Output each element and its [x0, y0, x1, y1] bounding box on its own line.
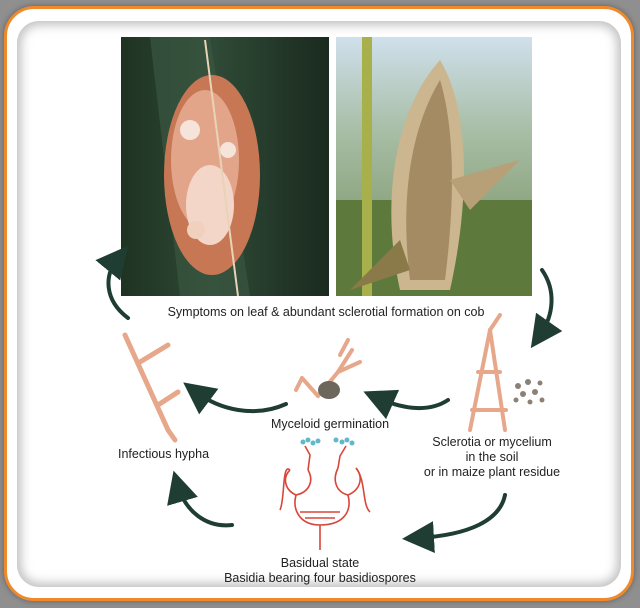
- arrow-to-basidial: [418, 495, 505, 538]
- infectious-hypha-drawing: [125, 335, 178, 440]
- sclerotia-label-line1: Sclerotia or mycelium: [412, 435, 572, 450]
- basidial-label-line2: Basidia bearing four basidiospores: [220, 571, 420, 586]
- cob-sclerotia-photo: [336, 37, 532, 296]
- sclerotia-drawing: [470, 315, 545, 430]
- basidial-label-line1: Basidual state: [220, 556, 420, 571]
- arrow-to-infectious: [196, 392, 286, 411]
- arrow-basidial-to-hypha: [178, 486, 232, 525]
- myceloid-germination-label: Myceloid germination: [262, 417, 398, 432]
- symptoms-label: Symptoms on leaf & abundant sclerotial f…: [120, 305, 532, 320]
- basidia-drawing: [280, 438, 370, 551]
- basidial-state-label: Basidual state Basidia bearing four basi…: [220, 556, 420, 586]
- myceloid-germination-drawing: [296, 340, 360, 399]
- infectious-hypha-label: Infectious hypha: [118, 447, 209, 462]
- sclerotia-label-line2: in the soil: [412, 450, 572, 465]
- sclerotia-label-line3: or in maize plant residue: [412, 465, 572, 480]
- arrow-from-symptoms: [540, 270, 552, 335]
- leaf-symptom-photo: [121, 37, 329, 296]
- arrow-to-myceloid: [378, 398, 448, 408]
- sclerotia-label: Sclerotia or mycelium in the soil or in …: [412, 435, 572, 480]
